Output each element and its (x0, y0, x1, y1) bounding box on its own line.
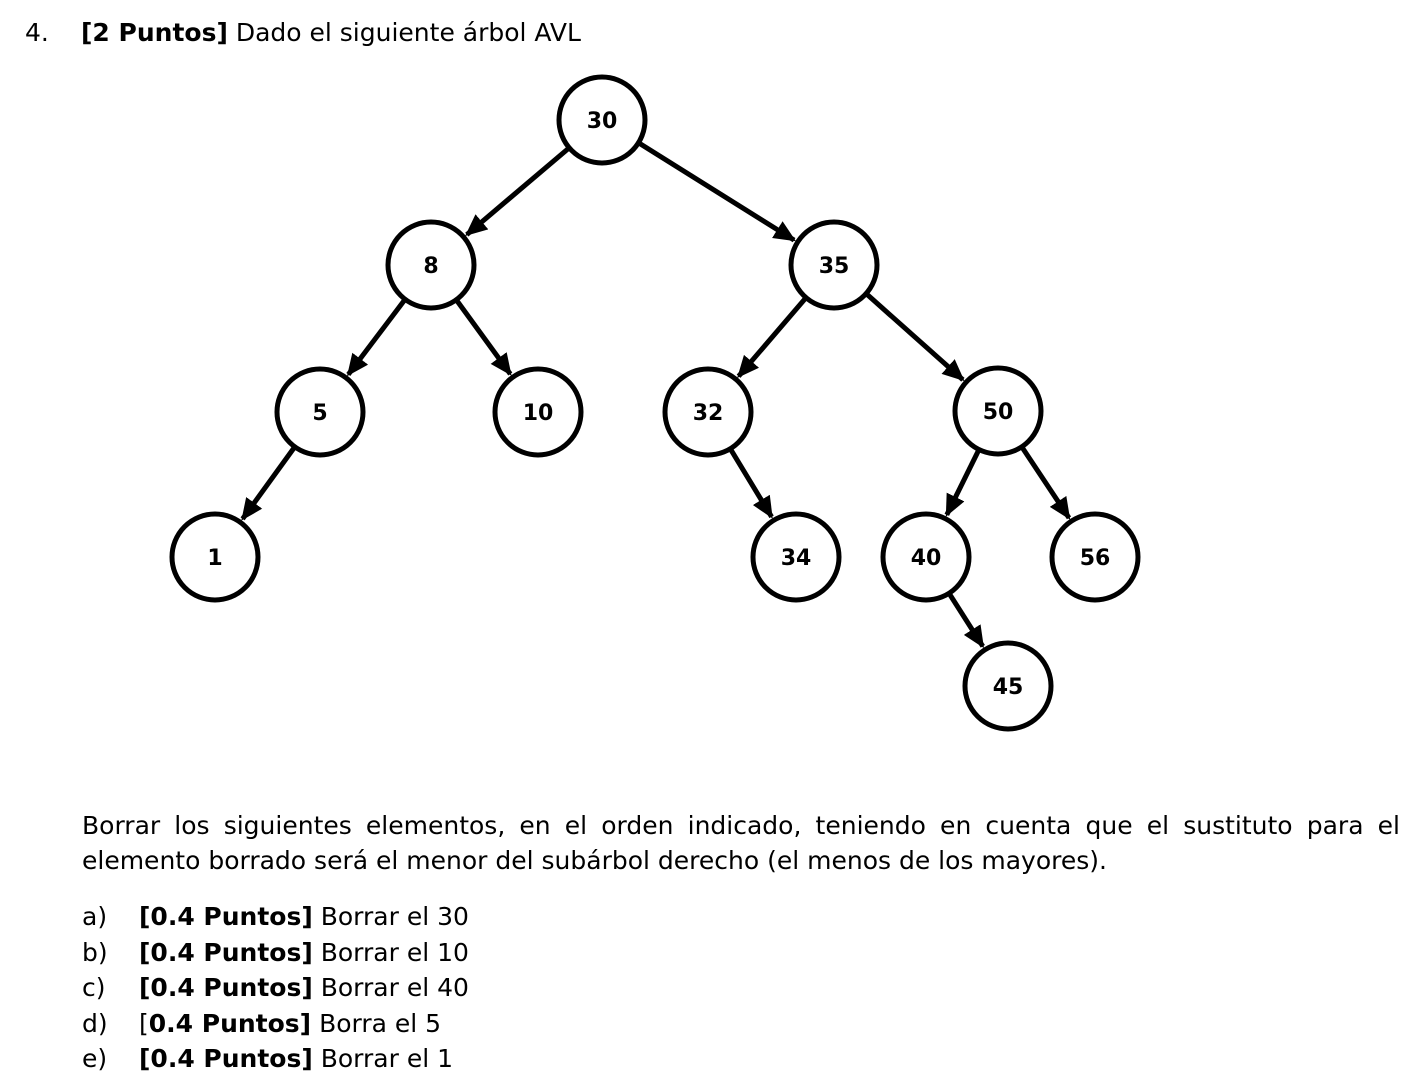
task-text: Borrar el 1 (320, 1044, 454, 1073)
question-number: 4. (25, 18, 49, 47)
task-text: Borrar el 40 (320, 973, 469, 1002)
task-item-d: d) [0.4 Puntos] Borra el 5 (82, 1006, 469, 1042)
tree-node-30: 30 (556, 74, 648, 166)
node-circle (962, 640, 1054, 732)
node-label: 56 (1080, 546, 1111, 571)
tree-node-10: 10 (492, 366, 584, 458)
tree-node-45: 45 (962, 640, 1054, 732)
task-item-b: b) [0.4 Puntos] Borrar el 10 (82, 935, 469, 971)
node-label: 32 (693, 401, 724, 426)
tree-node-56: 56 (1049, 511, 1141, 603)
node-label: 40 (911, 546, 942, 571)
question-heading: 4. [2 Puntos] Dado el siguiente árbol AVL (25, 16, 581, 50)
tree-edges (240, 141, 1072, 649)
node-circle (274, 366, 366, 458)
instructions-paragraph: Borrar los siguientes elementos, en el o… (82, 811, 1400, 875)
task-points: [0.4 Puntos] (139, 973, 313, 1002)
node-label: 10 (523, 401, 554, 426)
node-label: 5 (312, 401, 327, 426)
node-circle (556, 74, 648, 166)
node-label: 50 (983, 400, 1014, 425)
task-text: Borrar el 30 (320, 902, 469, 931)
question-title: Dado el siguiente árbol AVL (235, 18, 581, 47)
tree-node-1: 1 (169, 511, 261, 603)
tree-node-35: 35 (788, 219, 880, 311)
node-circle (385, 219, 477, 311)
task-letter: a) (82, 902, 108, 931)
node-circle (788, 219, 880, 311)
node-circle (750, 511, 842, 603)
node-circle (492, 366, 584, 458)
task-text: Borra el 5 (319, 1008, 442, 1038)
task-text: Borrar el 10 (320, 937, 469, 967)
node-circle (1049, 511, 1141, 603)
edge-30-8 (465, 146, 571, 237)
node-circle (662, 366, 754, 458)
node-label: 8 (423, 254, 438, 279)
edge-32-34 (728, 448, 774, 519)
tree-node-40: 40 (880, 511, 972, 603)
task-points: [0.4 Puntos] (139, 1044, 313, 1073)
node-circle (952, 365, 1044, 457)
avl-tree-diagram: 30 8 35 5 10 32 50 1 34 40 56 45 (169, 74, 1141, 732)
task-letter: e) (82, 1044, 108, 1073)
edge-8-5 (346, 298, 407, 377)
node-circle (169, 511, 261, 603)
edge-40-45 (947, 592, 985, 649)
task-points: 0.4 Puntos] (148, 1008, 312, 1038)
task-letter: b) (82, 937, 108, 967)
tree-nodes: 30 8 35 5 10 32 50 1 34 40 56 45 (169, 74, 1141, 732)
node-circle (880, 511, 972, 603)
task-letter: d) (82, 1008, 108, 1038)
edge-35-50 (865, 292, 965, 382)
edge-5-1 (240, 446, 297, 521)
question-points: [2 Puntos] (81, 18, 228, 47)
edge-50-56 (1020, 446, 1072, 520)
tree-node-5: 5 (274, 366, 366, 458)
task-points: [0.4 Puntos] (139, 902, 313, 931)
tree-node-8: 8 (385, 219, 477, 311)
task-list: a) [0.4 Puntos] Borrar el 30 b) [0.4 Punto… (82, 899, 469, 1077)
edge-50-40 (944, 449, 981, 517)
edge-35-32 (736, 296, 808, 378)
tree-node-34: 34 (750, 511, 842, 603)
node-label: 45 (993, 675, 1024, 700)
tree-node-32: 32 (662, 366, 754, 458)
task-letter: c) (82, 973, 106, 1002)
edge-30-35 (637, 141, 796, 243)
tree-node-50: 50 (952, 365, 1044, 457)
edge-8-10 (454, 299, 513, 376)
task-bracket: [ (139, 1008, 149, 1038)
node-label: 34 (781, 546, 812, 571)
task-item-c: c) [0.4 Puntos] Borrar el 40 (82, 970, 469, 1006)
node-label: 1 (207, 546, 222, 571)
task-points: [0.4 Puntos] (139, 937, 313, 967)
task-item-a: a) [0.4 Puntos] Borrar el 30 (82, 899, 469, 935)
task-item-e: e) [0.4 Puntos] Borrar el 1 (82, 1041, 469, 1077)
node-label: 35 (819, 254, 850, 279)
node-label: 30 (587, 109, 618, 134)
